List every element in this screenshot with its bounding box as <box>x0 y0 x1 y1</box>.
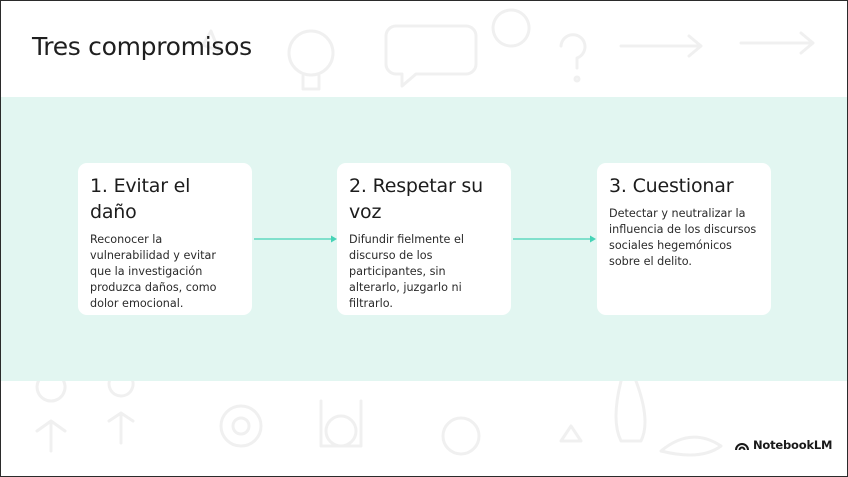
card-respetar-su-voz: 2. Respetar su voz Difundir fielmente el… <box>337 163 511 315</box>
card-body: Reconocer la vulnerabilidad y evitar que… <box>90 232 240 312</box>
brand-name: NotebookLM <box>753 438 832 452</box>
card-heading: 1. Evitar el daño <box>90 173 240 225</box>
card-heading: 2. Respetar su voz <box>349 173 499 225</box>
card-cuestionar: 3. Cuestionar Detectar y neutralizar la … <box>597 163 771 315</box>
notebooklm-logo-icon <box>735 440 749 451</box>
card-body: Detectar y neutralizar la influencia de … <box>609 206 759 270</box>
card-heading: 3. Cuestionar <box>609 173 759 199</box>
card-evitar-el-dano: 1. Evitar el daño Reconocer la vulnerabi… <box>78 163 252 315</box>
arrow-right-icon <box>513 233 597 245</box>
slide-title: Tres compromisos <box>32 32 252 61</box>
card-body: Difundir fielmente el discurso de los pa… <box>349 232 499 312</box>
arrow-right-icon <box>254 233 338 245</box>
notebooklm-branding: NotebookLM <box>735 437 832 453</box>
